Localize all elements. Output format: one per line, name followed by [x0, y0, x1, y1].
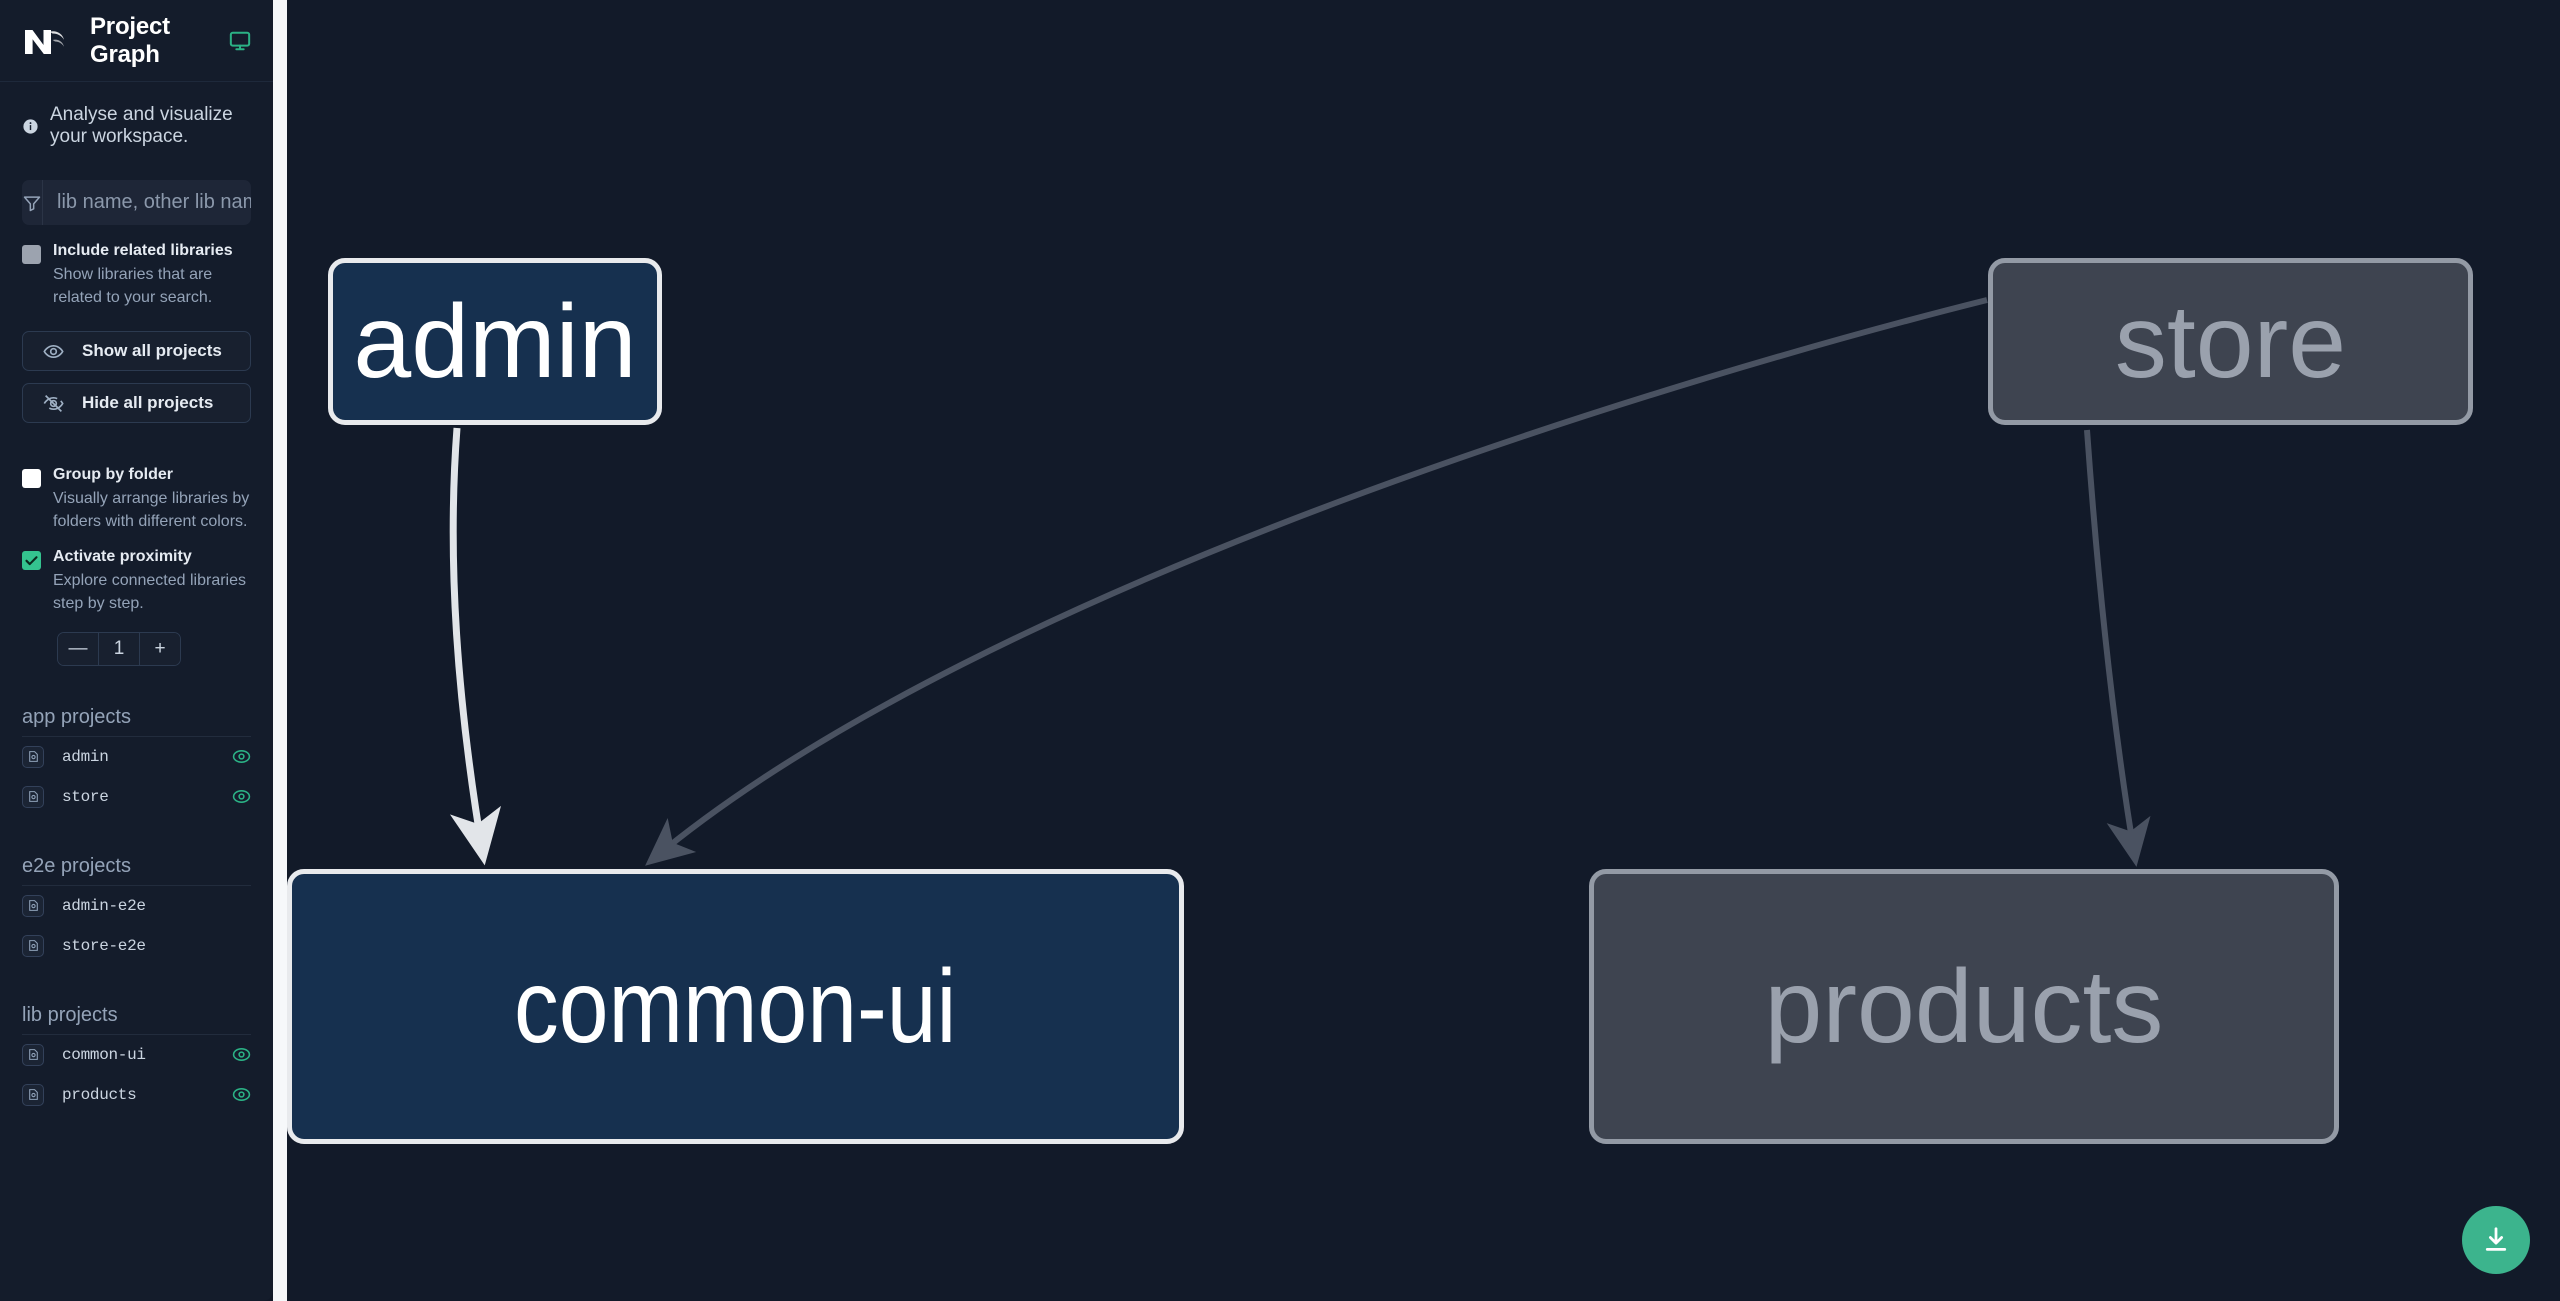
include-related-label: Include related libraries — [53, 242, 233, 259]
hide-all-projects-label: Hide all projects — [82, 393, 214, 413]
proximity-stepper[interactable]: — 1 + — [57, 631, 181, 666]
project-list-item-common-ui[interactable]: common-ui — [22, 1035, 251, 1075]
project-file-icon — [22, 1083, 44, 1106]
check-icon — [25, 556, 38, 566]
project-name: store — [62, 787, 109, 806]
include-related-description: Show libraries that are related to your … — [53, 265, 213, 306]
sidebar-header: Project Graph — [0, 0, 273, 82]
project-groups: app projects admin store e2e projects admin-… — [0, 706, 273, 1115]
sidebar-scrollbar[interactable] — [273, 0, 287, 1301]
project-group-title: e2e projects — [22, 855, 251, 886]
monitor-icon[interactable] — [229, 30, 251, 52]
proximity-decrement-button[interactable]: — — [58, 632, 98, 665]
download-graph-button[interactable] — [2462, 1206, 2530, 1274]
eye-off-icon — [43, 394, 64, 412]
group-by-folder-description: Visually arrange libraries by folders wi… — [53, 490, 250, 530]
include-related-libraries-option[interactable]: Include related libraries Show libraries… — [22, 241, 251, 309]
project-file-icon — [22, 745, 44, 768]
hide-all-projects-button[interactable]: Hide all projects — [22, 383, 251, 424]
project-name: admin-e2e — [62, 896, 146, 915]
project-file-icon — [22, 934, 44, 957]
project-name: admin — [62, 747, 109, 766]
download-icon — [2485, 1227, 2507, 1251]
project-file-icon — [22, 894, 44, 917]
graph-canvas[interactable]: admin store common-ui products — [287, 0, 2560, 1301]
search-input[interactable] — [43, 180, 251, 225]
group-by-folder-checkbox[interactable] — [22, 469, 41, 489]
graph-node-admin[interactable]: admin — [328, 258, 662, 425]
project-group-title: lib projects — [22, 1004, 251, 1035]
project-name: store-e2e — [62, 936, 146, 955]
project-file-icon — [22, 1043, 44, 1066]
proximity-increment-button[interactable]: + — [139, 632, 180, 665]
filter-icon — [22, 193, 42, 213]
filter-icon-container — [22, 180, 43, 225]
graph-node-common-ui[interactable]: common-ui — [287, 869, 1184, 1144]
project-group-title: app projects — [22, 706, 251, 737]
project-list-item-store-e2e[interactable]: store-e2e — [22, 926, 251, 966]
tagline: Analyse and visualize your workspace. — [0, 82, 273, 154]
tagline-text: Analyse and visualize your workspace. — [50, 104, 233, 147]
search-box[interactable] — [22, 180, 251, 225]
graph-node-label: admin — [353, 283, 637, 400]
graph-node-store[interactable]: store — [1988, 258, 2473, 425]
info-icon — [22, 118, 39, 135]
project-list-item-store[interactable]: store — [22, 777, 251, 817]
project-visibility-eye-icon[interactable] — [232, 1085, 251, 1104]
project-list-item-admin-e2e[interactable]: admin-e2e — [22, 886, 251, 926]
project-visibility-eye-icon[interactable] — [232, 747, 251, 766]
graph-node-products[interactable]: products — [1589, 869, 2339, 1144]
edge-store-to-products — [2084, 429, 2151, 867]
project-name: common-ui — [62, 1045, 146, 1064]
activate-proximity-label: Activate proximity — [53, 548, 192, 566]
project-visibility-eye-icon[interactable] — [232, 1045, 251, 1064]
activate-proximity-description: Explore connected libraries step by step… — [53, 572, 246, 612]
proximity-value: 1 — [98, 632, 139, 665]
edge-store-to-common-ui — [645, 297, 1988, 866]
graph-node-label: common-ui — [514, 948, 957, 1065]
graph-node-label: store — [2114, 283, 2347, 400]
include-related-checkbox[interactable] — [22, 245, 41, 264]
project-name: products — [62, 1085, 137, 1104]
eye-icon — [43, 344, 64, 358]
project-list-item-admin[interactable]: admin — [22, 737, 251, 777]
group-by-folder-label: Group by folder — [53, 466, 173, 484]
page-title: Project Graph — [90, 12, 170, 68]
edge-admin-to-common-ui — [449, 427, 502, 866]
project-file-icon — [22, 785, 44, 808]
project-list-item-products[interactable]: products — [22, 1075, 251, 1115]
graph-node-label: products — [1764, 948, 2164, 1065]
show-all-projects-button[interactable]: Show all projects — [22, 331, 251, 372]
group-by-folder-option[interactable]: Group by folder Visually arrange librari… — [22, 465, 251, 533]
sidebar: Project Graph Analyse and visualize your… — [0, 0, 273, 1301]
nx-logo-icon — [22, 21, 70, 61]
show-all-projects-label: Show all projects — [82, 341, 222, 361]
activate-proximity-option[interactable]: Activate proximity Explore connected lib… — [22, 547, 251, 615]
activate-proximity-checkbox[interactable] — [22, 551, 41, 571]
project-visibility-eye-icon[interactable] — [232, 787, 251, 806]
